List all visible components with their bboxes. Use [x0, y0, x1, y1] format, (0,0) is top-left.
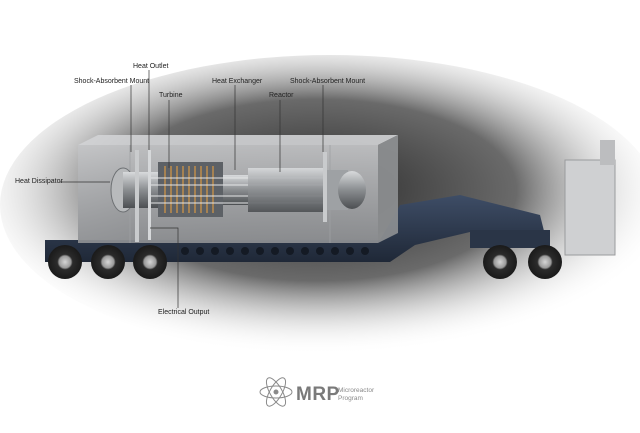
leader-lines — [60, 70, 324, 308]
trailer — [45, 195, 550, 262]
logo-line-1: Microreactor — [338, 387, 375, 394]
trailer-wheels — [48, 245, 562, 279]
label-electrical-output: Electrical Output — [158, 309, 210, 316]
label-turbine: Turbine — [159, 92, 183, 99]
truck-cab — [564, 140, 616, 256]
logo-subtitle: Microreactor Program — [338, 387, 374, 403]
logo-line-2: Program — [338, 395, 363, 402]
reactor-assembly — [110, 150, 366, 242]
label-shock-mount-right: Shock-Absorbent Mount — [290, 78, 366, 85]
logo-acronym: MRP — [296, 384, 340, 405]
label-heat-dissipator: Heat Dissipator — [15, 178, 63, 185]
label-heat-outlet: Heat Outlet — [133, 63, 169, 70]
mrp-logo-icon — [259, 377, 293, 407]
label-heat-exchanger: Heat Exchanger — [212, 78, 263, 85]
label-shock-mount-left: Shock-Absorbent Mount — [74, 78, 150, 85]
label-reactor: Reactor — [269, 92, 294, 99]
